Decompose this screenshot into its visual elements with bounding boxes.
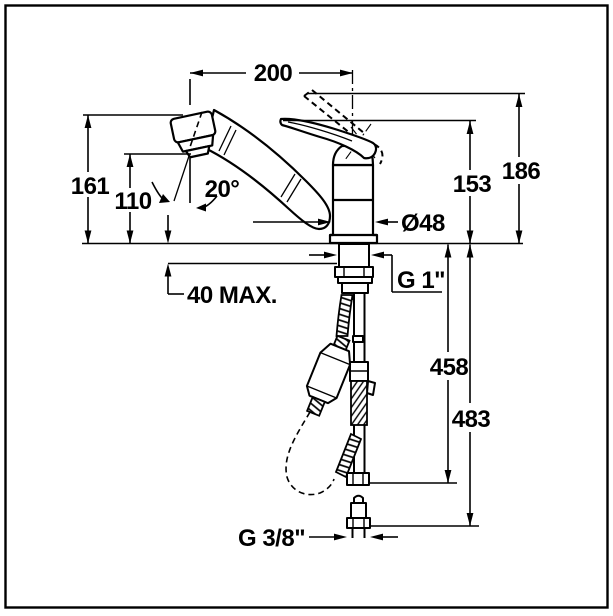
spray-axis-dashed: [189, 111, 203, 148]
spray-head-collar: [176, 133, 215, 153]
supply-pipe: [349, 293, 376, 473]
spray-hose-upper: [335, 294, 354, 337]
dock-seam: [218, 125, 232, 152]
braided-section: [350, 380, 368, 426]
dimensions: [82, 69, 525, 541]
spout-seam2: [286, 178, 302, 203]
mounting-shank: [338, 243, 370, 268]
spray-head: [169, 110, 217, 159]
lever-highlight: [287, 121, 353, 142]
spout-arm: [203, 108, 332, 231]
label-spray-head-height: 161: [71, 173, 110, 200]
dimension-shank-thread: [309, 251, 442, 293]
spray-head-nozzle: [184, 144, 211, 159]
label-supply-drop: 483: [452, 406, 491, 433]
hose-loop-dashed: [285, 411, 335, 496]
connector-cap: [353, 494, 364, 504]
label-body-diameter: Ø48: [401, 210, 445, 237]
lever-handle: [279, 117, 378, 160]
dimension-110: [124, 153, 191, 244]
dimension-supply-thread: [309, 533, 398, 541]
label-lever-raised-height: 186: [502, 158, 541, 185]
dimension-labels: 200 161 110 153 186 20° Ø48 G 1" 40 MAX.…: [71, 60, 541, 552]
label-supply-thread: G 3/8": [238, 525, 305, 552]
mounting-nut: [334, 266, 374, 278]
hose-counterweight: [305, 334, 352, 417]
fitting-tab: [366, 380, 376, 396]
label-outlet-height: 110: [114, 188, 151, 215]
label-counter-max: 40 MAX.: [187, 282, 277, 309]
dock-seam2: [223, 129, 237, 156]
supply-connector: [346, 494, 371, 538]
body-column: [328, 163, 379, 245]
connector-nut: [346, 517, 371, 529]
shank-stub: [341, 282, 369, 294]
pipe-clip: [352, 335, 364, 343]
label-shank-thread: G 1": [397, 267, 445, 294]
dimension-483: [370, 244, 479, 527]
dimension-200: [190, 69, 353, 77]
hose-end-nut: [346, 472, 370, 486]
dimension-diameter: [253, 218, 398, 226]
dimension-153: [283, 119, 476, 244]
dimension-angle: [151, 181, 218, 212]
faucet-body: [169, 89, 384, 245]
dimension-40max: [164, 215, 337, 295]
label-spout-reach: 200: [254, 60, 293, 87]
label-spray-angle: 20°: [205, 176, 240, 203]
dimension-186: [308, 92, 525, 244]
connector-body: [350, 502, 367, 519]
label-hose-drop: 458: [430, 354, 469, 381]
label-lever-height: 153: [453, 171, 492, 198]
spray-axis-extension: [173, 149, 192, 202]
dimension-458: [368, 244, 457, 484]
spout-seam: [280, 173, 296, 198]
below-deck-assembly: [285, 243, 376, 538]
dimension-161: [83, 114, 183, 244]
reference-lines: [173, 70, 354, 300]
page-border: [4, 4, 609, 609]
